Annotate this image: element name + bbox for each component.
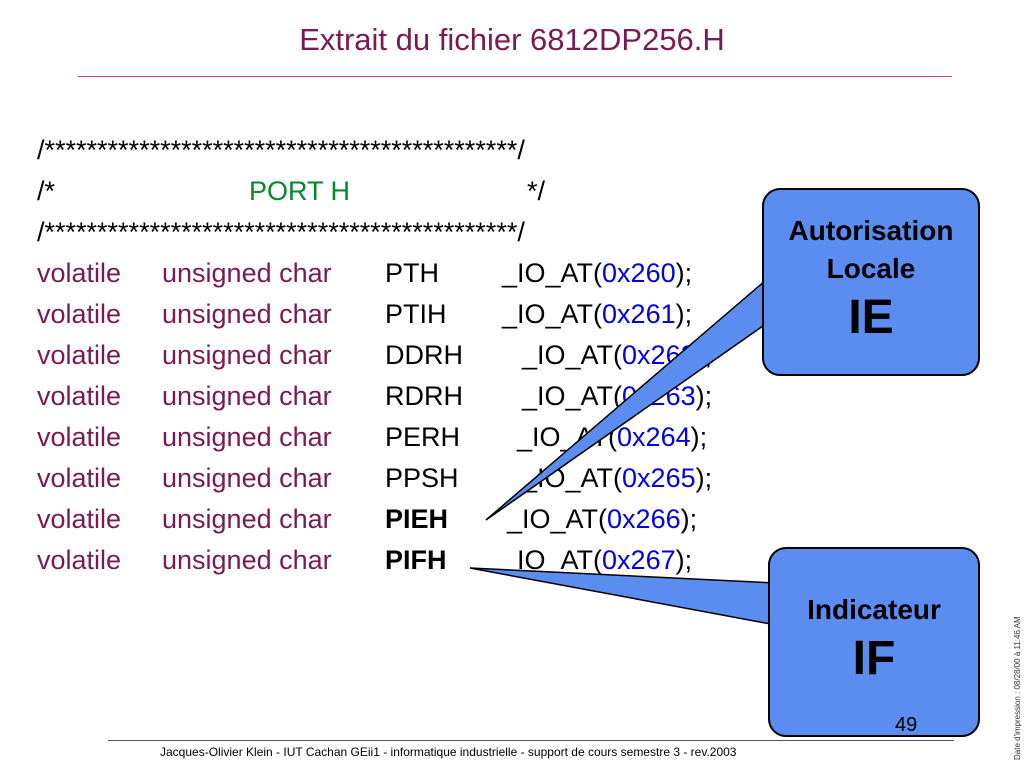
keyword-volatile: volatile [37,422,122,452]
callout-ie-line2: Locale [826,253,916,284]
keyword-volatile: volatile [37,299,122,329]
footer-text: Jacques-Olivier Klein - IUT Cachan GEii1… [160,745,737,759]
keyword-volatile: volatile [37,463,122,493]
keyword-unsigned-char: unsigned char [162,340,332,370]
ie-pointer [485,266,802,521]
io-at-macro: _IO_AT( [502,299,603,329]
address-value: 0x267 [602,545,676,575]
register-name: RDRH [385,381,463,411]
statement-end: ); [675,299,693,329]
address-value: 0x260 [602,258,676,288]
address-value: 0x264 [617,422,691,452]
register-row: volatile unsigned char PTH _IO_AT(0x260); [37,253,692,294]
register-row: volatile unsigned char PTIH _IO_AT(0x261); [37,294,692,335]
page-number: 49 [895,714,918,736]
io-at-macro: _IO_AT( [507,504,608,534]
if-pointer [469,567,777,626]
register-address: _IO_AT(0x260); [502,253,692,294]
keyword-volatile: volatile [37,545,122,575]
keyword-unsigned-char: unsigned char [162,381,332,411]
keyword-unsigned-char: unsigned char [162,258,332,288]
comment-close: */ [527,176,546,206]
register-name: PTIH [385,299,447,329]
callout-ie: Autorisation Locale IE [762,188,980,376]
slide-title: Extrait du fichier 6812DP256.H [299,22,725,57]
register-name: PIFH [385,545,447,575]
comment-open: /* [37,176,56,206]
callout-if-line1: Indicateur [807,594,941,625]
title-divider [78,76,952,77]
callout-if-big: IF [852,632,896,685]
port-name: PORT H [249,176,351,206]
register-name: PTH [385,258,439,288]
register-row: volatile unsigned char PIEH _IO_AT(0x266); [37,499,697,540]
code-block: /***************************************… [37,130,712,581]
keyword-unsigned-char: unsigned char [162,504,332,534]
callout-ie-big: IE [848,291,894,344]
footer-divider [108,740,954,741]
keyword-unsigned-char: unsigned char [162,545,332,575]
address-value: 0x266 [607,504,681,534]
register-address: _IO_AT(0x266); [507,499,697,540]
io-at-macro: _IO_AT( [502,258,603,288]
register-name: PERH [385,422,461,452]
print-date: Date d'impression : 08/28/00 à 11:46 AM [1013,616,1022,760]
keyword-unsigned-char: unsigned char [162,299,332,329]
comment-stars-bottom: /***************************************… [37,217,525,247]
statement-end: ); [695,463,713,493]
address-value: 0x265 [622,463,696,493]
keyword-unsigned-char: unsigned char [162,463,332,493]
callout-if: Indicateur IF [768,547,980,737]
statement-end: ); [695,381,713,411]
statement-end: ); [675,545,693,575]
comment-stars-top: /***************************************… [37,135,525,165]
io-at-macro: _IO_AT( [522,381,623,411]
keyword-volatile: volatile [37,258,122,288]
keyword-volatile: volatile [37,381,122,411]
register-name: PPSH [385,463,459,493]
keyword-volatile: volatile [37,340,122,370]
keyword-unsigned-char: unsigned char [162,422,332,452]
callout-ie-line1: Autorisation [788,215,954,246]
io-at-macro: _IO_AT( [522,340,623,370]
statement-end: ); [680,504,698,534]
address-value: 0x261 [602,299,676,329]
statement-end: ); [675,258,693,288]
register-address: _IO_AT(0x261); [502,294,692,335]
register-name: PIEH [385,504,449,534]
comment-port-header: /* PORT H */ [37,171,545,212]
register-name: DDRH [385,340,463,370]
statement-end: ); [690,422,708,452]
keyword-volatile: volatile [37,504,122,534]
